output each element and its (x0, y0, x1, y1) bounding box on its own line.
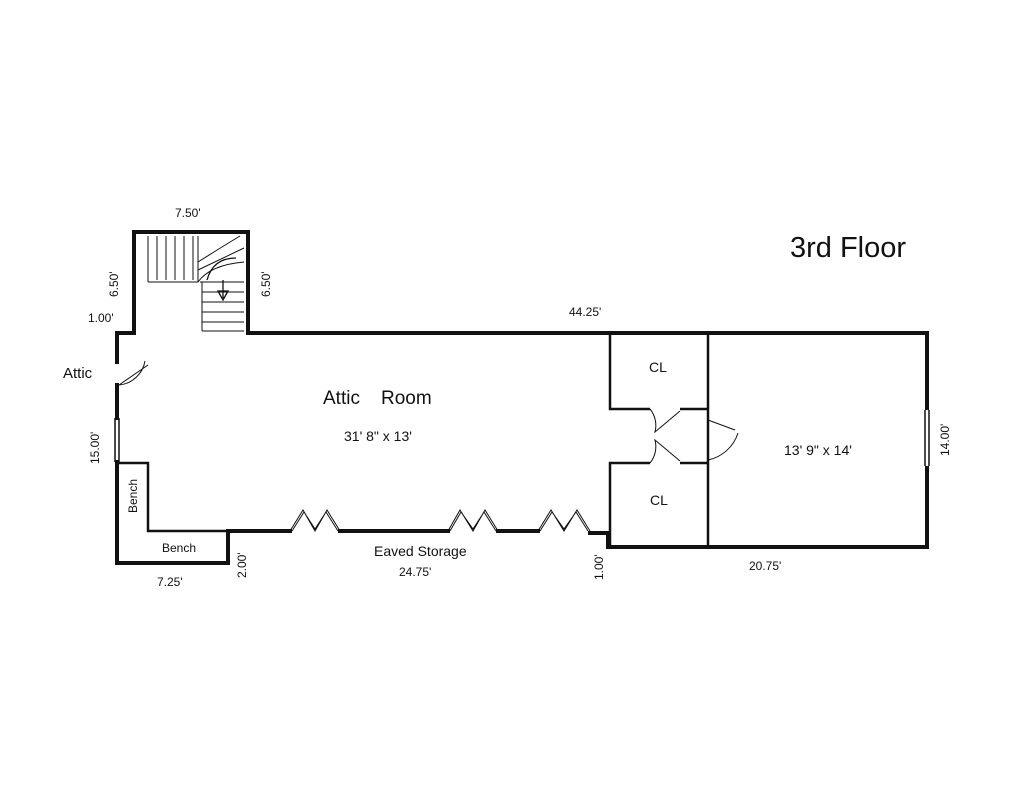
interior-walls (608, 333, 710, 547)
east-room-size: 13' 9" x 14' (784, 442, 852, 458)
dim-top-length: 44.25' (569, 305, 601, 319)
attic-label: Attic (63, 365, 93, 382)
eaved-storage-label: Eaved Storage (374, 543, 467, 559)
dim-stair-right: 6.50' (259, 271, 273, 297)
plan-title: 3rd Floor (790, 232, 906, 264)
dim-right-height: 14.00' (938, 424, 952, 456)
dim-east-length: 20.75' (749, 559, 781, 573)
storage-bifold-3 (537, 509, 591, 532)
east-room-door (707, 419, 739, 461)
bench-horizontal-label: Bench (162, 541, 196, 555)
dim-stair-left: 6.50' (107, 271, 121, 297)
bench-outline (119, 461, 228, 533)
storage-bifold-2 (447, 509, 499, 532)
attic-room-label: Attic (323, 388, 360, 409)
dim-left-height: 15.00' (88, 432, 102, 464)
windows (114, 410, 934, 466)
stair-winder (197, 235, 245, 283)
dim-stair-width: 7.50' (175, 206, 201, 220)
stair-treads-upper (147, 236, 199, 283)
dim-storage-length: 24.75' (399, 565, 431, 579)
doors (118, 360, 739, 533)
outer-walls (115, 230, 929, 565)
bench-walls (115, 460, 292, 565)
closet-top-door (649, 408, 681, 434)
stair-treads-lower (200, 281, 244, 332)
dim-storage-step: 1.00' (592, 554, 606, 580)
dim-bench-width: 7.25' (157, 575, 183, 589)
closet-top-label: CL (649, 359, 667, 375)
attic-room-label-2: Room (381, 388, 432, 409)
dim-bench-step: 2.00' (235, 552, 249, 578)
staircase (147, 235, 245, 332)
closet-bottom-label: CL (650, 492, 668, 508)
closet-bottom-door (649, 438, 681, 464)
dim-left-offset: 1.00' (88, 311, 114, 325)
storage-bifold-1 (289, 509, 341, 533)
bench-vertical-label: Bench (126, 479, 140, 513)
attic-room-size: 31' 8" x 13' (344, 428, 412, 444)
west-window (114, 418, 120, 462)
attic-door (118, 360, 149, 386)
closet-partitions (608, 333, 710, 547)
stair-tower-walls (115, 230, 929, 549)
stair-arrow (206, 257, 237, 302)
